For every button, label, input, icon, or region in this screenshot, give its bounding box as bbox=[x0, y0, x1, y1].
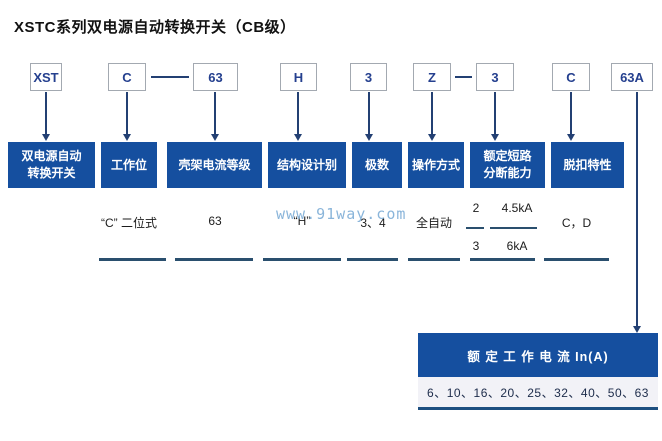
value-structure-design: “H” bbox=[293, 214, 311, 228]
underline-breaking-capacity bbox=[470, 258, 535, 261]
arrow-c1-icon bbox=[123, 92, 131, 141]
page-title: XSTC系列双电源自动转换开关（CB级） bbox=[14, 19, 296, 36]
arrow-3a-icon bbox=[365, 92, 373, 141]
code-box-3b: 3 bbox=[476, 63, 514, 91]
rated-current-header: 额 定 工 作 电 流 In(A) bbox=[418, 333, 658, 377]
label-box-frame-current: 壳架电流等级 bbox=[167, 142, 262, 188]
arrow-xst-icon bbox=[42, 92, 50, 141]
connector-line-z-3 bbox=[455, 76, 472, 78]
breaking-poles-3: 3 bbox=[472, 239, 480, 253]
code-box-xst: XST bbox=[30, 63, 62, 91]
arrow-3b-icon bbox=[491, 92, 499, 141]
value-poles: 3、4 bbox=[360, 216, 386, 230]
label-box-transfer-switch: 双电源自动 转换开关 bbox=[8, 142, 95, 188]
underline-operation-mode bbox=[408, 258, 460, 261]
label-box-working-position: 工作位 bbox=[101, 142, 157, 188]
code-box-3a: 3 bbox=[350, 63, 387, 91]
underline-structure-design bbox=[263, 258, 341, 261]
arrow-c2-icon bbox=[567, 92, 575, 141]
arrow-z-icon bbox=[428, 92, 436, 141]
underline-poles bbox=[347, 258, 398, 261]
breaking-divider-short bbox=[466, 227, 484, 229]
code-box-c2: C bbox=[552, 63, 590, 91]
value-frame-current: 63 bbox=[208, 214, 222, 228]
watermark-text: www.91way.com bbox=[276, 205, 407, 223]
underline-frame-current bbox=[175, 258, 253, 261]
label-box-operation-mode: 操作方式 bbox=[408, 142, 464, 188]
value-operation-mode: 全自动 bbox=[415, 216, 452, 230]
value-working-position: “C” 二位式 bbox=[101, 216, 157, 230]
label-box-breaking-capacity: 额定短路 分断能力 bbox=[470, 142, 545, 188]
value-trip-characteristic: C，D bbox=[561, 216, 592, 230]
connector-line-c-63 bbox=[151, 76, 189, 78]
underline-working-position bbox=[99, 258, 166, 261]
label-box-poles: 极数 bbox=[352, 142, 402, 188]
rated-current-bottom-rule bbox=[418, 407, 658, 410]
code-box-z: Z bbox=[413, 63, 451, 91]
arrow-h-icon bbox=[294, 92, 302, 141]
breaking-capacity-2: 4.5kA bbox=[501, 201, 533, 215]
rated-current-table: 额 定 工 作 电 流 In(A) 6、10、16、20、25、32、40、50… bbox=[418, 333, 658, 410]
code-box-63: 63 bbox=[193, 63, 238, 91]
breaking-poles-2: 2 bbox=[472, 201, 480, 215]
underline-trip-characteristic bbox=[544, 258, 609, 261]
code-box-c1: C bbox=[108, 63, 146, 91]
label-box-trip-characteristic: 脱扣特性 bbox=[551, 142, 624, 188]
code-box-63a: 63A bbox=[611, 63, 653, 91]
breaking-divider-long bbox=[490, 227, 537, 229]
code-box-h: H bbox=[280, 63, 317, 91]
label-box-structure-design: 结构设计别 bbox=[268, 142, 346, 188]
arrow-63-icon bbox=[211, 92, 219, 141]
breaking-capacity-3: 6kA bbox=[506, 239, 528, 253]
rated-current-values: 6、10、16、20、25、32、40、50、63 bbox=[418, 377, 658, 407]
arrow-63a-long-icon bbox=[633, 92, 641, 333]
